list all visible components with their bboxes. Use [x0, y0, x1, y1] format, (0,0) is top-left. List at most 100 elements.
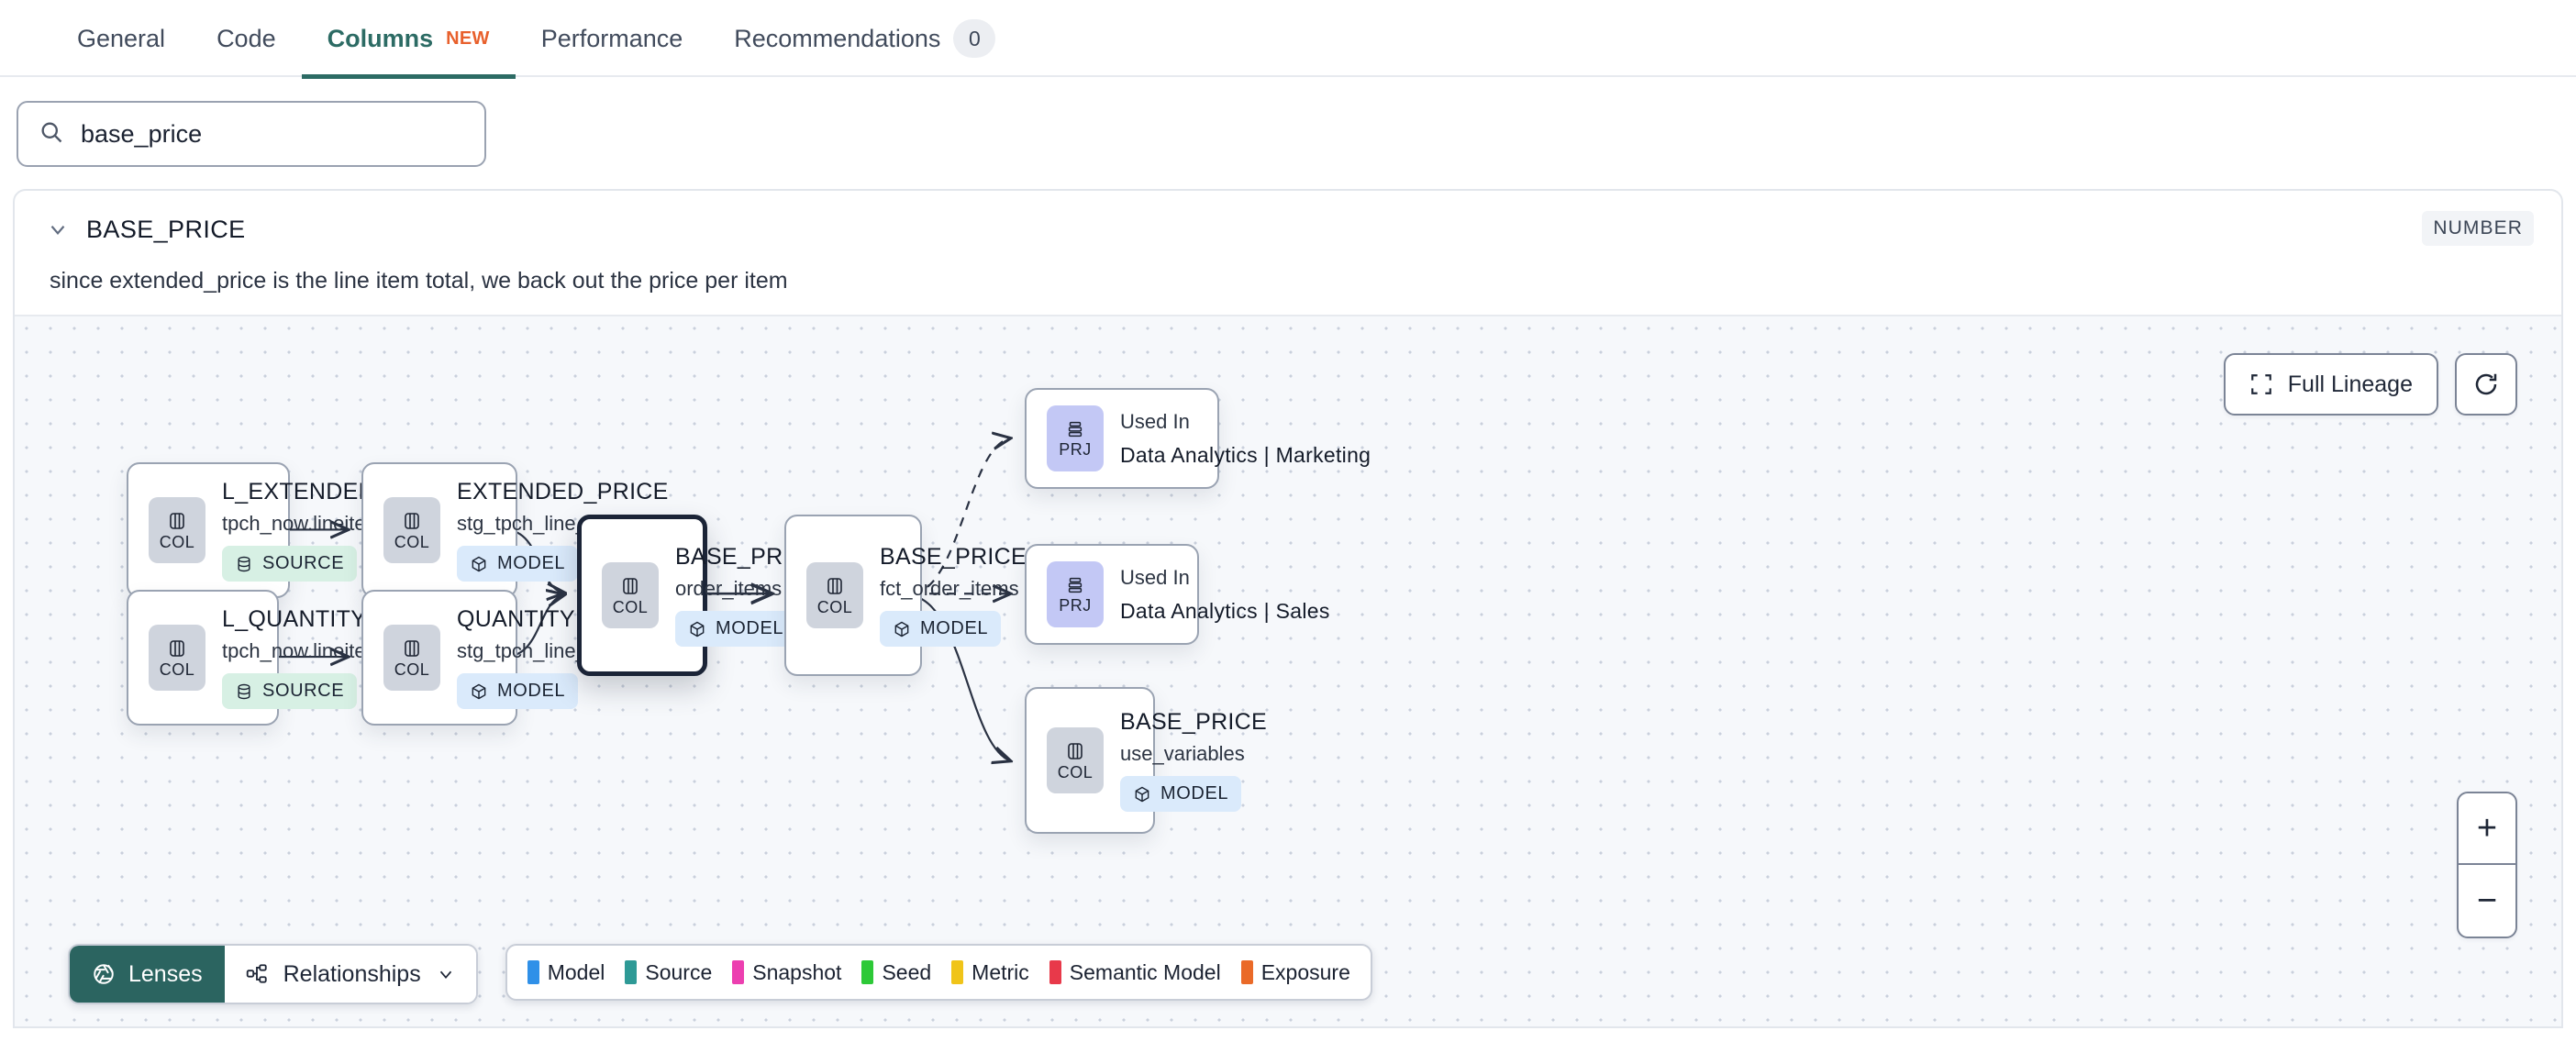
tab-columns[interactable]: Columns NEW	[301, 0, 516, 79]
lineage-node-l-quantity[interactable]: COL L_QUANTITY tpch_now.lineitem SOURCE	[127, 590, 383, 726]
node-type-badge: MODEL	[675, 611, 797, 647]
node-subtitle: fct_order_items	[880, 577, 1019, 600]
badge-label: MODEL	[497, 681, 566, 701]
badge-label: SOURCE	[262, 553, 345, 573]
search-input[interactable]	[81, 119, 464, 149]
column-name: BASE_PRICE	[86, 215, 246, 243]
refresh-button[interactable]	[2455, 353, 2517, 416]
node-title: Data Analytics | Marketing	[1120, 442, 1371, 467]
legend-item-snapshot: Snapshot	[732, 960, 841, 985]
legend-label: Model	[547, 959, 605, 984]
lenses-label: Lenses	[128, 960, 203, 987]
chip-label: COL	[612, 598, 649, 616]
lineage-node-quantity[interactable]: COL QUANTITY stg_tpch_line_items MODEL	[361, 590, 635, 726]
lineage-node-extended-price[interactable]: COL EXTENDED_PRICE stg_tpch_line_items M…	[361, 462, 668, 598]
lineage-node-project-sales[interactable]: PRJ Used In Data Analytics | Sales	[1025, 544, 1329, 645]
database-icon	[238, 683, 250, 699]
tab-recommendations[interactable]: Recommendations 0	[708, 0, 1021, 77]
tab-performance[interactable]: Performance	[516, 0, 709, 77]
legend-swatch	[861, 960, 874, 984]
tab-new-badge: NEW	[446, 28, 490, 49]
chip-label: COL	[159, 660, 195, 679]
lineage-canvas[interactable]: COL L_EXTENDEDPRICE tpch_now.lineitem SO…	[15, 315, 2561, 1026]
node-type-badge: SOURCE	[222, 673, 358, 709]
node-type-badge: MODEL	[880, 611, 1002, 647]
column-icon	[623, 578, 638, 594]
badge-label: MODEL	[920, 618, 989, 638]
node-eyebrow: Used In	[1120, 565, 1190, 589]
node-body: BASE_PRICE fct_order_items MODEL	[863, 544, 1045, 647]
tab-label: Performance	[540, 24, 683, 52]
tab-label: Columns	[327, 24, 434, 52]
node-type-badge: MODEL	[1120, 776, 1242, 812]
relationships-icon	[246, 964, 267, 983]
tab-label: Recommendations	[734, 24, 941, 52]
legend-swatch	[951, 960, 964, 984]
col-chip: COL	[1047, 727, 1104, 793]
zoom-in-button[interactable]: +	[2459, 793, 2515, 865]
node-title: Data Analytics | Sales	[1120, 598, 1330, 623]
database-icon	[238, 556, 250, 571]
legend-label: Metric	[972, 959, 1029, 984]
col-chip: COL	[383, 625, 440, 691]
node-body: L_QUANTITY tpch_now.lineitem SOURCE	[205, 606, 401, 709]
lineage-node-project-marketing[interactable]: PRJ Used In Data Analytics | Marketing	[1025, 388, 1371, 489]
node-type-badge: MODEL	[457, 673, 579, 709]
full-lineage-button[interactable]: Full Lineage	[2223, 353, 2438, 416]
refresh-icon	[2475, 373, 2497, 395]
relationships-dropdown[interactable]: Relationships	[224, 946, 476, 1003]
chip-label: COL	[816, 598, 853, 616]
legend-label: Exposure	[1260, 959, 1350, 984]
node-eyebrow: Used In	[1120, 409, 1190, 433]
node-type-badge: SOURCE	[222, 546, 358, 582]
col-chip: COL	[149, 497, 205, 563]
column-icon	[405, 640, 419, 657]
zoom-out-button[interactable]: −	[2476, 881, 2498, 920]
legend-swatch	[1049, 960, 1061, 984]
col-chip: COL	[383, 497, 440, 563]
node-title: BASE_PRICE	[880, 544, 1027, 570]
project-icon	[1068, 421, 1083, 438]
node-body: Used In Data Analytics | Marketing	[1104, 410, 1389, 468]
project-icon	[1068, 577, 1083, 593]
chevron-down-icon[interactable]	[42, 217, 73, 241]
recommendations-count-badge: 0	[953, 19, 996, 58]
tab-general[interactable]: General	[51, 0, 191, 77]
search-section	[0, 77, 2576, 189]
chip-label: COL	[1057, 763, 1094, 781]
node-body: BASE_PRICE use_variables MODEL	[1104, 709, 1285, 812]
badge-label: MODEL	[497, 553, 566, 573]
legend-item-model: Model	[527, 960, 605, 985]
lineage-node-l-extendedprice[interactable]: COL L_EXTENDEDPRICE tpch_now.lineitem SO…	[127, 462, 447, 598]
badge-label: MODEL	[716, 618, 784, 638]
badge-label: SOURCE	[262, 681, 345, 701]
tab-label: General	[77, 24, 166, 52]
search-box[interactable]	[17, 101, 486, 167]
column-icon	[405, 513, 419, 529]
cube-icon	[472, 556, 486, 571]
node-subtitle: order_items	[675, 577, 783, 600]
lenses-button[interactable]: Lenses	[70, 946, 225, 1003]
lenses-relationships-group: Lenses Relationships	[68, 944, 478, 1004]
node-title: QUANTITY	[457, 606, 575, 632]
tab-bar: General Code Columns NEW Performance Rec…	[0, 0, 2576, 79]
node-type-badge: MODEL	[457, 546, 579, 582]
legend-swatch	[527, 960, 539, 984]
legend-swatch	[625, 960, 638, 984]
lineage-node-base-price-order-items[interactable]: COL BASE_PRICE order_items MODEL	[577, 515, 822, 676]
column-description: since extended_price is the line item to…	[50, 268, 788, 294]
chevron-down-icon	[439, 970, 451, 980]
col-chip: COL	[602, 562, 659, 628]
legend-item-seed: Seed	[861, 960, 931, 985]
aperture-icon	[94, 964, 114, 984]
legend-item-exposure: Exposure	[1240, 959, 1350, 985]
legend-item-metric: Metric	[951, 960, 1029, 985]
column-icon	[1068, 743, 1083, 759]
tab-code[interactable]: Code	[191, 0, 302, 77]
cube-icon	[472, 683, 486, 699]
lineage-node-base-price-use-variables[interactable]: COL BASE_PRICE use_variables MODEL	[1025, 687, 1267, 834]
lineage-node-base-price-fct-order-items[interactable]: COL BASE_PRICE fct_order_items MODEL	[784, 515, 1027, 676]
node-subtitle: use_variables	[1120, 742, 1245, 765]
cube-icon	[894, 621, 909, 637]
canvas-bottom-bar: Lenses Relationships	[68, 944, 1372, 1004]
